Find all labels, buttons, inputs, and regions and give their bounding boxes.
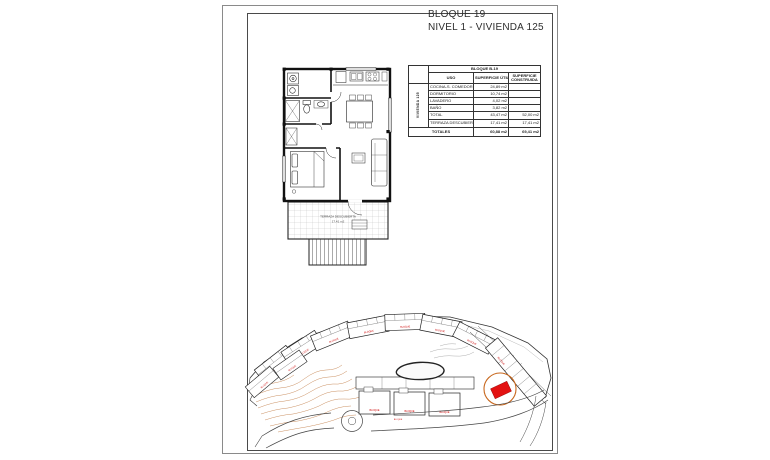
col-header-uso: USO [428, 72, 474, 84]
terraza-row: TERRAZA DESCUBIERTA 17,41 m2 17,41 m2 [409, 119, 541, 128]
total-label-cell: TOTAL [428, 111, 474, 120]
block-label: BLOQUE [261, 381, 270, 389]
total-util-cell: 43,47 m2 [473, 111, 509, 120]
terraza-construida-cell: 17,41 m2 [508, 119, 541, 128]
pool [395, 361, 445, 381]
highlighted-strip-building: BLOQUE [469, 325, 552, 407]
construida-cell [508, 104, 541, 112]
roads [254, 389, 549, 449]
unit-outline [282, 67, 392, 203]
title-line-2: NIVEL 1 - VIVIENDA 125 [428, 21, 544, 33]
block-label: BLOQUE [497, 356, 506, 366]
road-side-label: BLOQUE [394, 419, 403, 421]
block-header-cell: BLOQUE B-19 [428, 65, 541, 73]
bottom-blocks: BLOQUE BLOQUE BLOQUE [358, 386, 461, 417]
drawing-title: BLOQUE 19 NIVEL 1 - VIVIENDA 125 [428, 9, 544, 34]
windows [282, 67, 392, 183]
uso-cell: COCINA-S. COMEDOR [428, 83, 474, 91]
uso-cell: BAÑO [428, 104, 474, 112]
terrace-area-label: 17,41 m2 [332, 220, 345, 224]
table-block-header-row: BLOQUE B-19 [408, 65, 541, 84]
corner-cell [408, 65, 429, 84]
table-column-header-row: USO SUPERFICIE ÚTIL SUPERFICIE CONSTRUID… [409, 72, 541, 84]
col-header-construida: SUPERFICIE CONSTRUIDA [508, 72, 541, 84]
terraza-label-cell: TERRAZA DESCUBIERTA [428, 119, 474, 128]
floorplan-svg: TERRAZA DESCUBIERTA 17,41 m2 [282, 67, 392, 266]
construida-cell [508, 83, 541, 91]
terrace-detail-box [351, 219, 368, 230]
building-block: BLOQUE [272, 349, 308, 381]
totales-label-cell: TOTALES [408, 127, 474, 137]
construida-cell [508, 90, 541, 98]
table-row: VIVIENDA 125 COCINA-S. COMEDOR 24,89 m2 [408, 83, 541, 128]
vivienda-label-cell: VIVIENDA 125 [408, 83, 429, 128]
terrace-stairs [308, 238, 367, 266]
totales-row: TOTALES 60,88 m2 69,41 m2 [408, 127, 541, 137]
totales-construida-cell: 69,41 m2 [508, 127, 541, 137]
block-label: BLOQUE [400, 325, 410, 328]
dining-table-icon [346, 94, 373, 129]
bath-sink-icon [313, 100, 329, 109]
util-cell: 10,74 m2 [473, 90, 509, 98]
sofa-icon [371, 138, 388, 187]
block-label: BLOQUE [435, 328, 446, 333]
util-cell: 3,82 m2 [473, 104, 509, 112]
hall-closet-icon [285, 127, 298, 146]
totales-util-cell: 60,88 m2 [473, 127, 509, 137]
table-row: DORMITORIO 10,74 m2 [409, 90, 541, 98]
total-row: TOTAL 43,47 m2 52,00 m2 [409, 111, 541, 120]
block-label: BLOQUE [370, 409, 380, 412]
table-row: LAVADERO 4,02 m2 [409, 97, 541, 105]
pool-area [355, 361, 475, 390]
sheet-outer-border [222, 5, 558, 454]
table-row: BAÑO 3,82 m2 [409, 104, 541, 112]
laundry-sink-icon [287, 85, 299, 96]
block-label: BLOQUE [405, 410, 415, 413]
washer-icon [287, 72, 299, 85]
uso-cell: LAVADERO [428, 97, 474, 105]
total-construida-cell: 52,00 m2 [508, 111, 541, 120]
col-header-util: SUPERFICIE ÚTIL [473, 72, 509, 84]
siteplan-svg: BLOQUE BLOQUE BLOQUE BLOQUE BLOQUE [244, 312, 552, 449]
roundabout [341, 410, 363, 432]
highlight-marker [490, 380, 512, 400]
building-blocks: BLOQUE BLOQUE BLOQUE BLOQUE BLOQUE [244, 312, 496, 399]
util-cell: 4,02 m2 [473, 97, 509, 105]
title-line-1: BLOQUE 19 [428, 9, 486, 20]
terraza-util-cell: 17,41 m2 [473, 119, 509, 128]
terrace: TERRAZA DESCUBIERTA 17,41 m2 [287, 201, 389, 266]
building-block: BLOQUE [384, 312, 426, 332]
highlight-circle [483, 372, 517, 406]
shower-icon [285, 100, 300, 122]
contour-lines [251, 364, 365, 433]
block-label: BLOQUE [300, 348, 310, 356]
door-arcs [315, 91, 363, 216]
hatch-squiggles [429, 343, 475, 359]
uso-cell: DORMITORIO [428, 90, 474, 98]
block-label: BLOQUE [440, 411, 450, 414]
areas-table: BLOQUE B-19 USO SUPERFICIE ÚTIL SUPERFIC… [408, 65, 541, 137]
construida-cell [508, 97, 541, 105]
terrace-label: TERRAZA DESCUBIERTA [320, 215, 356, 219]
block-label: BLOQUE [364, 329, 375, 334]
building-block: BLOQUE [244, 365, 280, 399]
block-label: BLOQUE [288, 365, 297, 372]
tv-unit-icon [351, 152, 366, 164]
toilet-icon [302, 100, 311, 114]
util-cell: 24,89 m2 [473, 83, 509, 91]
bed-icon [290, 151, 325, 194]
block-label: BLOQUE [329, 337, 340, 344]
building-block: BLOQUE [346, 314, 390, 340]
kitchen-counter-icon [333, 71, 388, 86]
fixtures [285, 71, 388, 194]
interior-walls [284, 69, 341, 201]
wall-piers [282, 67, 390, 201]
block-label: BLOQUE [467, 339, 478, 346]
